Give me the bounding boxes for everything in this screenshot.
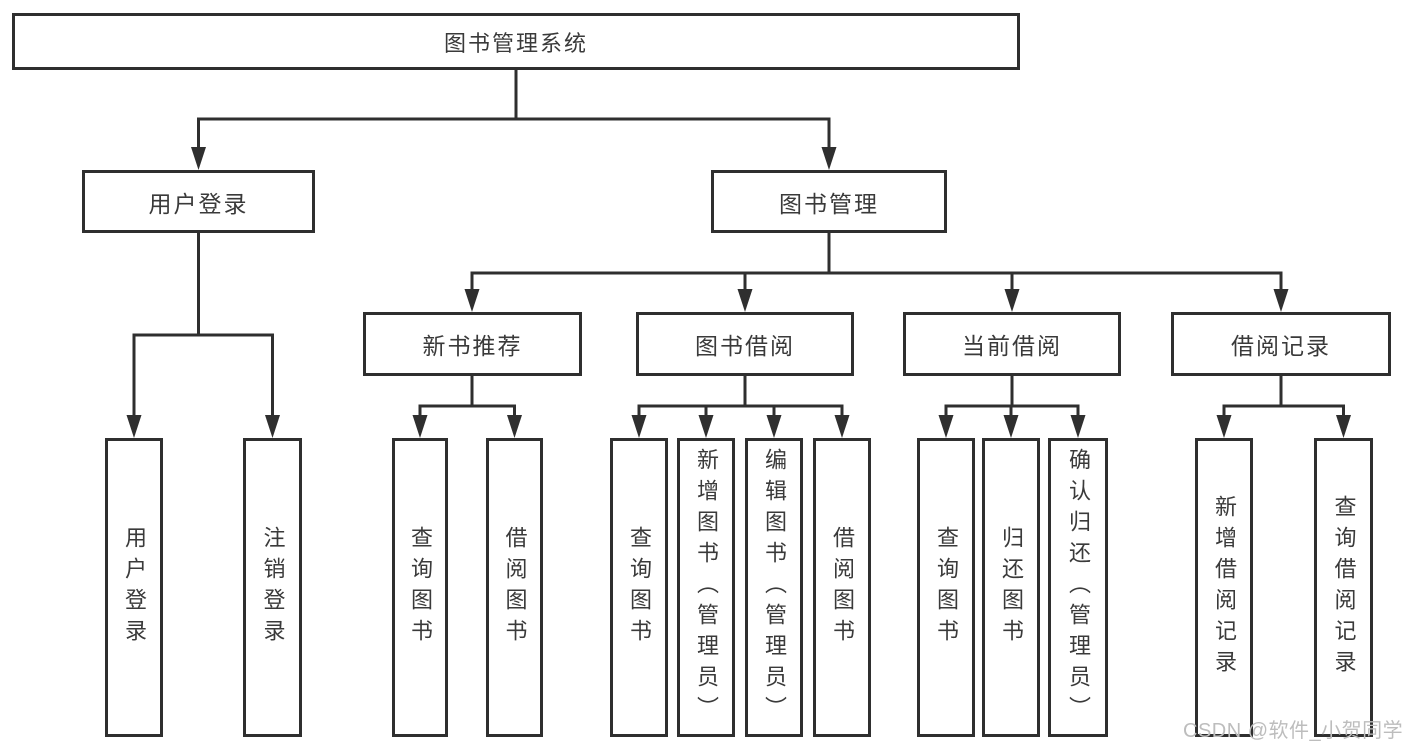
leaf-query-books-borrow: 查询图书 xyxy=(610,438,668,737)
connector-current-borrow-group xyxy=(944,374,1080,423)
arrowhead xyxy=(1216,415,1232,438)
leaf-borrow-books-recommend-label: 借阅图书 xyxy=(502,525,528,650)
leaf-query-books-borrow-label: 查询图书 xyxy=(627,525,652,650)
leaf-borrow-books-recommend: 借阅图书 xyxy=(486,438,543,737)
node-new-book-recommend-label: 新书推荐 xyxy=(422,333,523,359)
arrowhead xyxy=(1003,415,1019,438)
leaf-add-borrow-record: 新增借阅记录 xyxy=(1195,438,1253,737)
leaf-return-books: 归还图书 xyxy=(982,438,1040,737)
connector-root-to-level2 xyxy=(197,68,831,155)
leaf-logout: 注销登录 xyxy=(243,438,302,737)
node-book-management-branch-label: 图书管理 xyxy=(779,190,879,217)
arrowheads xyxy=(126,147,1351,438)
leaf-logout-label: 注销登录 xyxy=(260,525,286,650)
arrowhead xyxy=(1004,289,1020,312)
node-borrow-records: 借阅记录 xyxy=(1171,312,1391,376)
leaf-query-books-recommend-label: 查询图书 xyxy=(408,525,433,650)
arrowhead xyxy=(126,415,142,438)
node-book-management-branch: 图书管理 xyxy=(711,170,947,233)
leaf-query-borrow-record: 查询借阅记录 xyxy=(1314,438,1373,737)
node-current-borrow: 当前借阅 xyxy=(903,312,1121,376)
leaf-user-login: 用户登录 xyxy=(105,438,163,737)
arrowhead xyxy=(507,415,522,438)
node-book-borrow: 图书借阅 xyxy=(636,312,854,376)
connector-book-management-branch xyxy=(470,231,1283,297)
arrowhead xyxy=(938,415,954,438)
node-book-borrow-label: 图书借阅 xyxy=(695,333,795,359)
leaf-query-books-recommend: 查询图书 xyxy=(392,438,448,737)
leaf-confirm-return-admin: 确认归还（管理员） xyxy=(1048,438,1108,737)
leaf-borrow-books-borrow-label: 借阅图书 xyxy=(830,525,855,650)
connector-book-borrow-group xyxy=(637,374,844,423)
arrowhead xyxy=(464,289,480,312)
connector-borrow-records-group xyxy=(1222,374,1345,423)
leaf-add-borrow-record-label: 新增借阅记录 xyxy=(1212,494,1237,681)
arrowhead xyxy=(698,415,714,438)
arrowhead xyxy=(631,415,647,438)
arrowhead xyxy=(766,415,782,438)
node-new-book-recommend: 新书推荐 xyxy=(363,312,582,376)
arrowhead xyxy=(1070,415,1086,438)
arrowhead xyxy=(191,147,206,170)
arrowhead xyxy=(1273,289,1289,312)
node-root-label: 图书管理系统 xyxy=(443,30,588,56)
leaf-borrow-books-borrow: 借阅图书 xyxy=(813,438,871,737)
leaf-query-borrow-record-label: 查询借阅记录 xyxy=(1331,494,1357,681)
arrowhead xyxy=(1336,415,1351,438)
arrowhead xyxy=(821,147,837,170)
arrowhead xyxy=(412,415,428,438)
leaf-confirm-return-admin-label: 确认归还（管理员） xyxy=(1066,448,1091,727)
leaf-return-books-label: 归还图书 xyxy=(999,525,1024,650)
csdn-watermark: CSDN @软件_小贺同学 xyxy=(1183,720,1404,742)
connector-user-login-branch xyxy=(132,231,274,423)
node-current-borrow-label: 当前借阅 xyxy=(962,333,1062,359)
node-root: 图书管理系统 xyxy=(12,13,1020,70)
leaf-edit-book-admin-label: 编辑图书（管理员） xyxy=(762,448,787,727)
arrowhead xyxy=(265,415,280,438)
connector-new-book-recommend-group xyxy=(418,374,516,423)
arrowhead xyxy=(834,415,850,438)
leaf-user-login-label: 用户登录 xyxy=(122,525,147,650)
leaf-query-books-current: 查询图书 xyxy=(917,438,975,737)
leaf-query-books-current-label: 查询图书 xyxy=(934,525,959,650)
leaf-edit-book-admin: 编辑图书（管理员） xyxy=(745,438,803,737)
node-borrow-records-label: 借阅记录 xyxy=(1231,333,1331,359)
leaf-add-book-admin-label: 新增图书（管理员） xyxy=(694,448,719,727)
node-user-login-branch-label: 用户登录 xyxy=(148,190,249,217)
node-user-login-branch: 用户登录 xyxy=(82,170,315,233)
leaf-add-book-admin: 新增图书（管理员） xyxy=(677,438,735,737)
arrowhead xyxy=(737,289,753,312)
